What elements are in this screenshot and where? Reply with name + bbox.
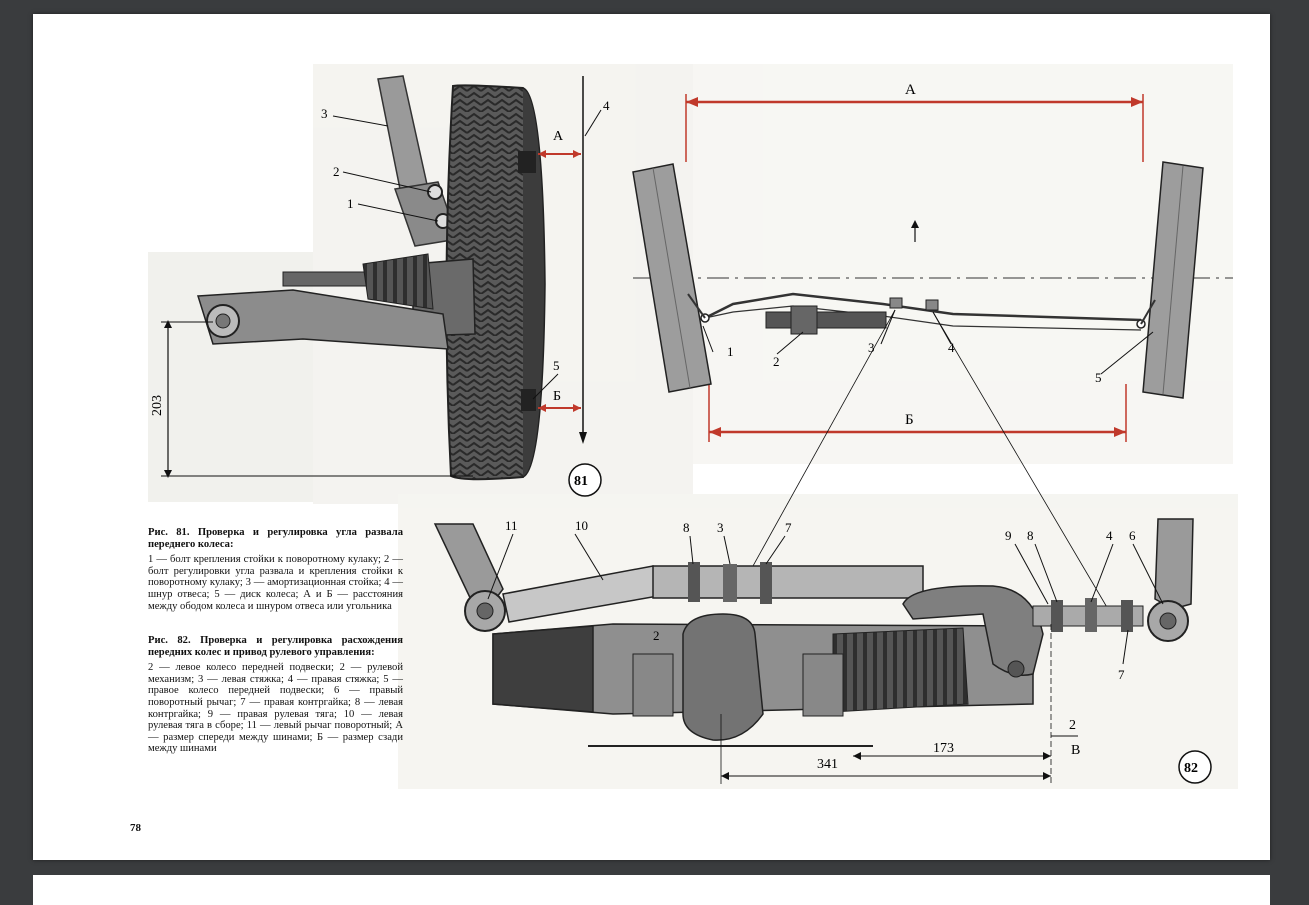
page-number: 78 bbox=[130, 822, 141, 834]
fig82-top-label-5: 5 bbox=[1095, 370, 1102, 385]
fig82-number-circle bbox=[1178, 750, 1212, 784]
fig81-label-3: 3 bbox=[321, 106, 328, 121]
caption-figure-82: Рис. 82. Проверка и регулировка расхожде… bbox=[148, 635, 403, 755]
fig82-dimension-341: 341 bbox=[817, 757, 838, 772]
fig81-label-4: 4 bbox=[603, 98, 610, 113]
fig82-label-8b: 8 bbox=[1027, 528, 1034, 543]
fig82-label-6: 6 bbox=[1129, 528, 1136, 543]
fig82-number: 82 bbox=[1184, 761, 1198, 776]
next-page-edge bbox=[33, 875, 1270, 905]
fig82-top-label-A: А bbox=[905, 82, 916, 98]
caption-82-title: Рис. 82. Проверка и регулировка расхожде… bbox=[148, 635, 403, 658]
fig82-label-4: 4 bbox=[1106, 528, 1113, 543]
caption-figure-81: Рис. 81. Проверка и регулировка угла раз… bbox=[148, 527, 403, 612]
figure-82-steering-linkage: 11 10 8 3 7 9 8 4 6 7 2 173 341 2 В 82 bbox=[433, 518, 1212, 784]
fig82-dimension-2: 2 bbox=[1069, 718, 1076, 733]
fig81-label-A: А bbox=[553, 129, 564, 144]
caption-81-title: Рис. 81. Проверка и регулировка угла раз… bbox=[148, 527, 403, 550]
figure-82-top-view: А Б 1 2 3 4 5 bbox=[632, 82, 1233, 610]
fig81-label-1: 1 bbox=[347, 196, 354, 211]
right-bracket bbox=[902, 585, 1044, 676]
fig82-label-8a: 8 bbox=[683, 520, 690, 535]
fig82-dimension-173: 173 bbox=[933, 741, 954, 756]
fig82-top-label-3: 3 bbox=[868, 340, 875, 355]
fig81-number: 81 bbox=[574, 474, 588, 489]
fig82-label-7a: 7 bbox=[785, 520, 792, 535]
gearbox bbox=[682, 613, 764, 741]
figures-svg: 3 2 1 4 5 А Б 203 81 bbox=[148, 64, 1238, 789]
fig82-label-7b: 7 bbox=[1118, 667, 1125, 682]
fig82-label-9: 9 bbox=[1005, 528, 1012, 543]
figure-81-illustration: 3 2 1 4 5 А Б 203 81 bbox=[150, 75, 610, 497]
fig82-top-label-2: 2 bbox=[773, 354, 780, 369]
fig82-top-label-B: Б bbox=[905, 412, 914, 428]
fig82-label-2: 2 bbox=[653, 628, 660, 643]
lower-arm bbox=[196, 289, 449, 350]
steering-gear-top bbox=[765, 311, 887, 329]
fig82-label-3: 3 bbox=[717, 520, 724, 535]
fig81-dimension-203: 203 bbox=[150, 395, 165, 416]
fig82-dimension-V: В bbox=[1071, 743, 1080, 758]
fig82-top-label-1: 1 bbox=[727, 344, 734, 359]
caption-82-body: 2 — левое колесо передней подвески; 2 — … bbox=[148, 662, 403, 755]
viewer-top-bar bbox=[0, 0, 1309, 14]
fig81-number-circle bbox=[568, 463, 602, 497]
fig82-top-label-4: 4 bbox=[948, 340, 955, 355]
fig81-label-B: Б bbox=[553, 389, 561, 404]
fig82-label-10: 10 bbox=[575, 518, 588, 533]
right-lever-6 bbox=[1154, 518, 1194, 610]
caption-81-body: 1 — болт крепления стойки к поворотному … bbox=[148, 554, 403, 612]
document-page: 3 2 1 4 5 А Б 203 81 bbox=[33, 14, 1270, 860]
fig82-label-11: 11 bbox=[505, 518, 518, 533]
fig81-label-2: 2 bbox=[333, 164, 340, 179]
fig81-label-5: 5 bbox=[553, 358, 560, 373]
